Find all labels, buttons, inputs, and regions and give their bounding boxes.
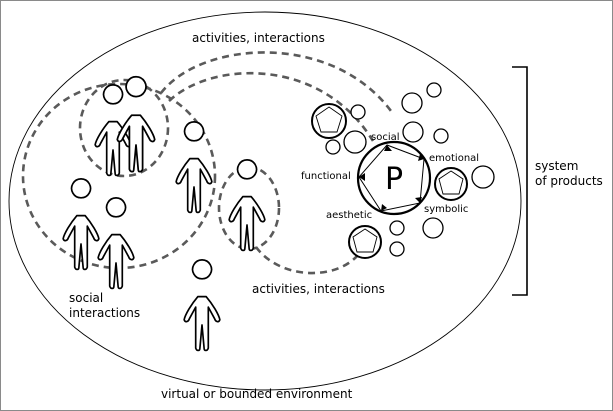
label-aesthetic: aesthetic <box>326 210 372 221</box>
activities-label-bottom: activities, interactions <box>252 282 385 296</box>
product-bubble <box>422 217 444 239</box>
product-bubble <box>389 220 405 236</box>
label-functional: functional <box>301 171 351 182</box>
person-icon-7 <box>183 259 221 352</box>
social-group-pair <box>78 78 170 178</box>
environment-ellipse <box>8 11 522 391</box>
social-interactions-label-1: social <box>69 291 103 305</box>
person-icon-3 <box>175 121 213 214</box>
product-with-dimensions-icon <box>434 167 468 201</box>
product-bubble <box>350 104 366 120</box>
product-bubble <box>402 121 424 143</box>
product-bubble <box>471 165 495 189</box>
activities-label-top: activities, interactions <box>192 31 325 45</box>
activities-arc-outer <box>159 51 393 112</box>
product-with-dimensions-icon <box>348 225 382 259</box>
system-bracket <box>512 66 528 296</box>
main-product-circle: P <box>356 140 432 216</box>
social-interactions-label-2: interactions <box>69 306 140 320</box>
label-social: social <box>371 132 400 143</box>
environment-label: virtual or bounded environment <box>161 387 353 401</box>
label-emotional: emotional <box>429 153 479 164</box>
product-bubble <box>325 139 341 155</box>
product-bubble <box>433 128 449 144</box>
product-bubble <box>426 82 442 98</box>
product-bubble <box>343 130 367 154</box>
system-label-1: system <box>535 159 578 173</box>
product-bubble <box>401 92 423 114</box>
person-icon-6 <box>228 159 266 252</box>
activities-arc-bottom <box>254 246 363 275</box>
system-label-2: of products <box>535 174 603 188</box>
label-symbolic: symbolic <box>424 204 468 215</box>
person-icon-4 <box>62 178 100 271</box>
product-bubble <box>389 241 405 257</box>
product-symbol: P <box>385 162 403 197</box>
person-icon-5 <box>97 197 135 290</box>
person-icon-2 <box>116 75 156 173</box>
product-with-dimensions-icon <box>311 103 347 139</box>
